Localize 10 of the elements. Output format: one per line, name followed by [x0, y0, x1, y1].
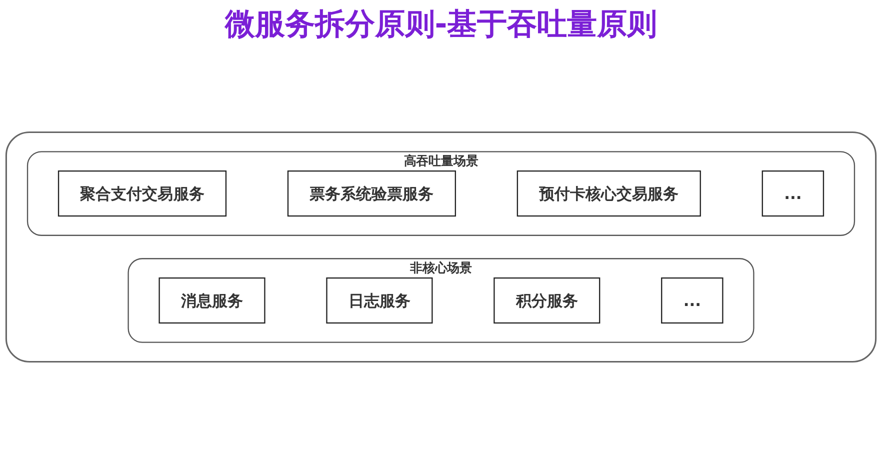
cluster	[5, 132, 877, 362]
node-box: 预付卡核心交易服务	[516, 170, 701, 217]
node-box: 日志服务	[326, 277, 433, 324]
node-box: 消息服务	[158, 277, 266, 324]
node-box: 票务系统验票服务	[287, 170, 456, 217]
node-box: 聚合支付交易服务	[58, 170, 227, 217]
node-box: ...	[762, 170, 824, 217]
node-box: 积分服务	[494, 277, 600, 324]
node-box: ...	[661, 277, 724, 324]
diagram-title: 微服务拆分原则-基于吞吐量原则	[224, 6, 658, 44]
